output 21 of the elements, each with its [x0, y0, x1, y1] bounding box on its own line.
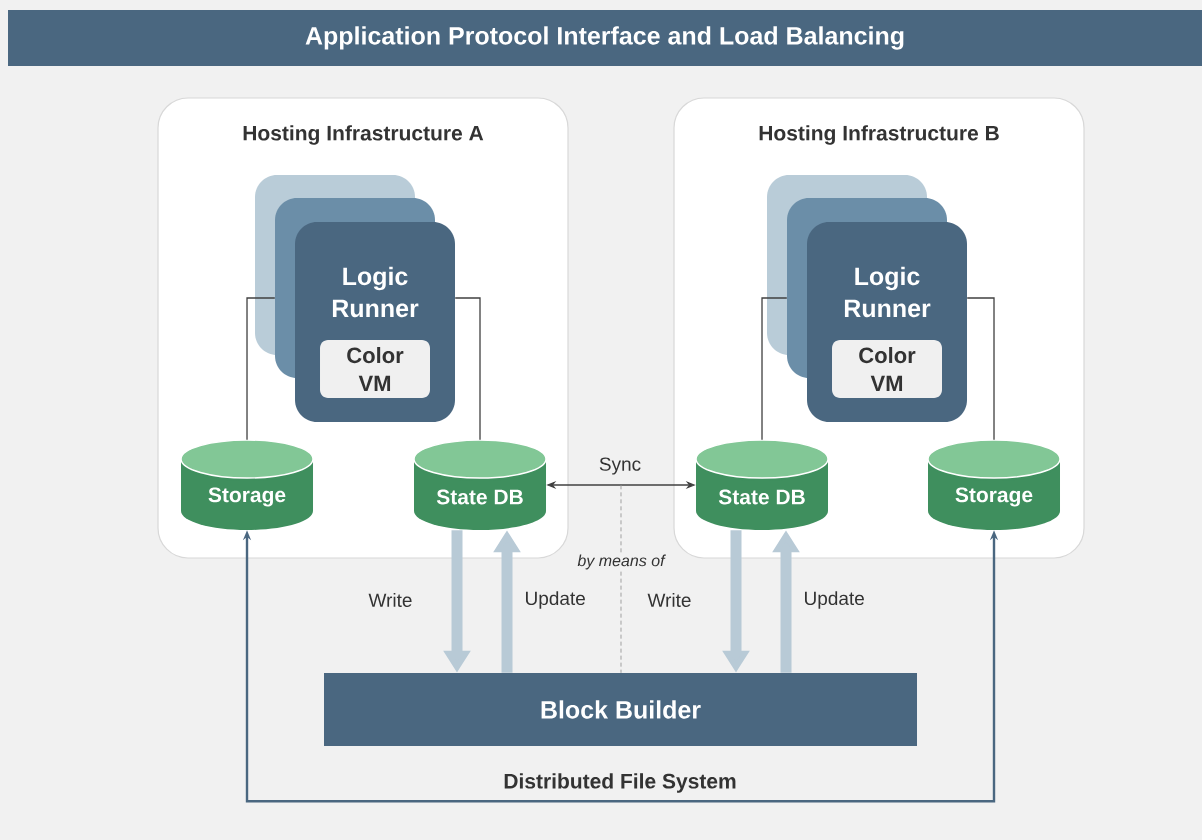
note-text: by means of: [577, 554, 666, 570]
edge-label: Update: [526, 591, 585, 609]
database-cylinder: Storage: [927, 439, 1061, 530]
edge-label: Write: [647, 593, 691, 607]
edge-label: Sync: [599, 457, 641, 475]
connector-line: [620, 484, 622, 553]
connector-line: [246, 297, 276, 441]
connector-line: [761, 297, 788, 441]
database-cylinder: Storage: [180, 439, 314, 530]
title-banner: Application Protocol Interface and Load Balancing: [8, 10, 1202, 66]
connector-line: [620, 571, 622, 674]
edge-label: Write: [368, 593, 412, 607]
database-cylinder: State DB: [413, 439, 547, 530]
edge-label: Update: [805, 591, 864, 609]
database-cylinder: State DB: [695, 439, 829, 530]
connector-line: [454, 297, 481, 441]
connector-line: [966, 297, 995, 441]
edge-label: Distributed File System: [504, 773, 736, 793]
vm-box: Color VM: [320, 340, 430, 398]
vm-box: Color VM: [832, 340, 942, 398]
builder-bar: Block Builder: [324, 673, 917, 746]
